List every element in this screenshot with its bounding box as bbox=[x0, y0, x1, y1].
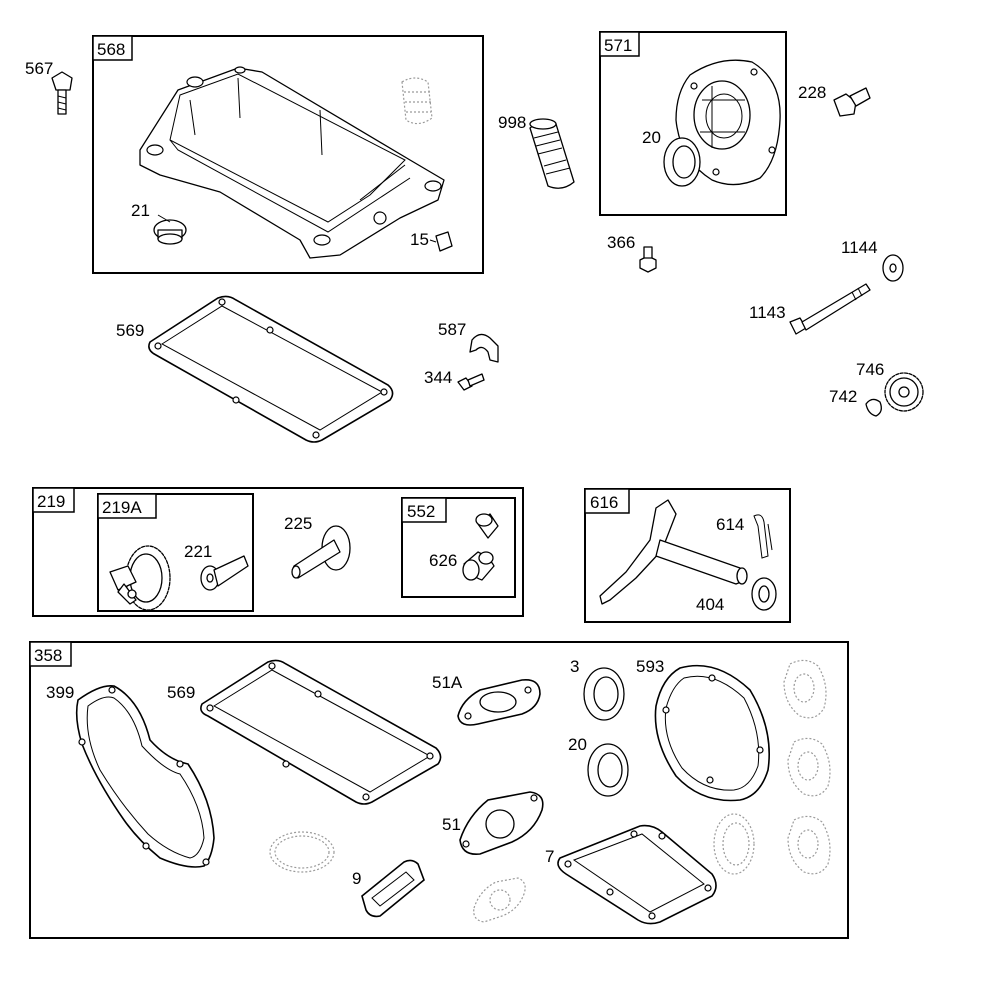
callout-587: 587 bbox=[438, 320, 466, 339]
seal-20-bottom-part[interactable] bbox=[587, 743, 629, 797]
seal-20-part[interactable] bbox=[663, 137, 701, 187]
group-tag-219A: 219A bbox=[102, 498, 142, 517]
callout-404: 404 bbox=[696, 595, 724, 614]
callout-746: 746 bbox=[856, 360, 884, 379]
group-frame-616 bbox=[584, 488, 791, 623]
callout-3: 3 bbox=[570, 657, 579, 676]
callout-51: 51 bbox=[442, 815, 461, 834]
group-tag-box-219 bbox=[32, 487, 75, 513]
callout-7: 7 bbox=[545, 847, 554, 866]
cover-571-part[interactable] bbox=[675, 59, 781, 186]
bushing-552-part[interactable] bbox=[475, 513, 499, 539]
group-tag-571: 571 bbox=[604, 36, 632, 55]
group-tag-box-552 bbox=[401, 497, 447, 523]
group-frame-552 bbox=[401, 497, 516, 598]
fitting-ghost-part bbox=[401, 77, 433, 125]
gasket-51A-part[interactable] bbox=[457, 678, 541, 726]
gasket-569-top-part[interactable] bbox=[148, 295, 394, 443]
sump-base-part[interactable] bbox=[139, 66, 445, 259]
group-tag-box-219A bbox=[97, 493, 157, 519]
callout-569-top: 569 bbox=[116, 321, 144, 340]
callout-51A: 51A bbox=[432, 673, 463, 692]
callout-593: 593 bbox=[636, 657, 664, 676]
callout-15: 15 bbox=[410, 230, 429, 249]
governor-gear-part[interactable] bbox=[109, 545, 171, 611]
group-frame-219 bbox=[32, 487, 524, 617]
gasket-51-ghost-part bbox=[473, 877, 526, 923]
shaft-225-part[interactable] bbox=[291, 525, 351, 579]
callout-1144: 1144 bbox=[841, 238, 878, 257]
callout-344: 344 bbox=[424, 368, 452, 387]
group-tag-219: 219 bbox=[37, 492, 65, 511]
gasket-9-part[interactable] bbox=[361, 859, 425, 918]
gasket-399-part[interactable] bbox=[75, 684, 215, 868]
callout-225: 225 bbox=[284, 514, 312, 533]
gasket-593-part[interactable] bbox=[654, 664, 770, 802]
callout-569-bottom: 569 bbox=[167, 683, 195, 702]
callout-20-top: 20 bbox=[642, 128, 661, 147]
group-frame-568 bbox=[92, 35, 484, 274]
plug-21-part[interactable] bbox=[153, 214, 187, 245]
gasket-7-part[interactable] bbox=[557, 824, 717, 925]
group-tag-568: 568 bbox=[97, 40, 125, 59]
callout-614: 614 bbox=[716, 515, 744, 534]
bolt-228-part[interactable] bbox=[833, 87, 871, 117]
gasket-ghost-column-part bbox=[713, 659, 831, 875]
callout-399: 399 bbox=[46, 683, 74, 702]
group-tag-box-616 bbox=[584, 488, 630, 514]
plug-15-part[interactable] bbox=[429, 231, 453, 252]
callout-20-bottom: 20 bbox=[568, 735, 587, 754]
bushing-626-part[interactable] bbox=[462, 551, 495, 581]
clamp-587-part[interactable] bbox=[469, 333, 499, 363]
callout-21: 21 bbox=[131, 201, 150, 220]
nipple-998-part[interactable] bbox=[529, 118, 575, 189]
screw-366-part[interactable] bbox=[639, 246, 657, 273]
group-tag-358: 358 bbox=[34, 646, 62, 665]
callout-366: 366 bbox=[607, 233, 635, 252]
callout-626: 626 bbox=[429, 551, 457, 570]
screw-344-part[interactable] bbox=[457, 373, 485, 391]
cotter-pin-614-part[interactable] bbox=[753, 514, 773, 559]
group-tag-box-358 bbox=[29, 641, 72, 667]
callout-998: 998 bbox=[498, 113, 526, 132]
seal-3-part[interactable] bbox=[583, 667, 625, 721]
group-tag-box-571 bbox=[599, 31, 640, 57]
bolt-1143-part[interactable] bbox=[789, 283, 871, 335]
lever-616-part[interactable] bbox=[599, 499, 748, 605]
callout-567: 567 bbox=[25, 59, 53, 78]
group-frame-571 bbox=[599, 31, 787, 216]
callout-742: 742 bbox=[829, 387, 857, 406]
group-frame-219A bbox=[97, 493, 254, 612]
callout-228: 228 bbox=[798, 83, 826, 102]
group-tag-box-568 bbox=[92, 35, 133, 61]
washer-1144-part[interactable] bbox=[882, 254, 904, 282]
group-frame-358 bbox=[29, 641, 849, 939]
callout-1143: 1143 bbox=[749, 303, 786, 322]
callout-221: 221 bbox=[184, 542, 212, 561]
gasket-569-bottom-part[interactable] bbox=[200, 659, 442, 805]
callout-9: 9 bbox=[352, 869, 361, 888]
gasket-51-part[interactable] bbox=[459, 791, 544, 856]
washer-404-part[interactable] bbox=[751, 577, 777, 611]
bolt-567-part[interactable] bbox=[51, 71, 73, 115]
clip-742-part[interactable] bbox=[865, 398, 882, 417]
pin-221-part[interactable] bbox=[200, 555, 249, 591]
group-tag-552: 552 bbox=[407, 502, 435, 521]
group-tag-616: 616 bbox=[590, 493, 618, 512]
gear-746-part[interactable] bbox=[884, 372, 924, 412]
o-ring-ghost-part bbox=[269, 831, 335, 873]
